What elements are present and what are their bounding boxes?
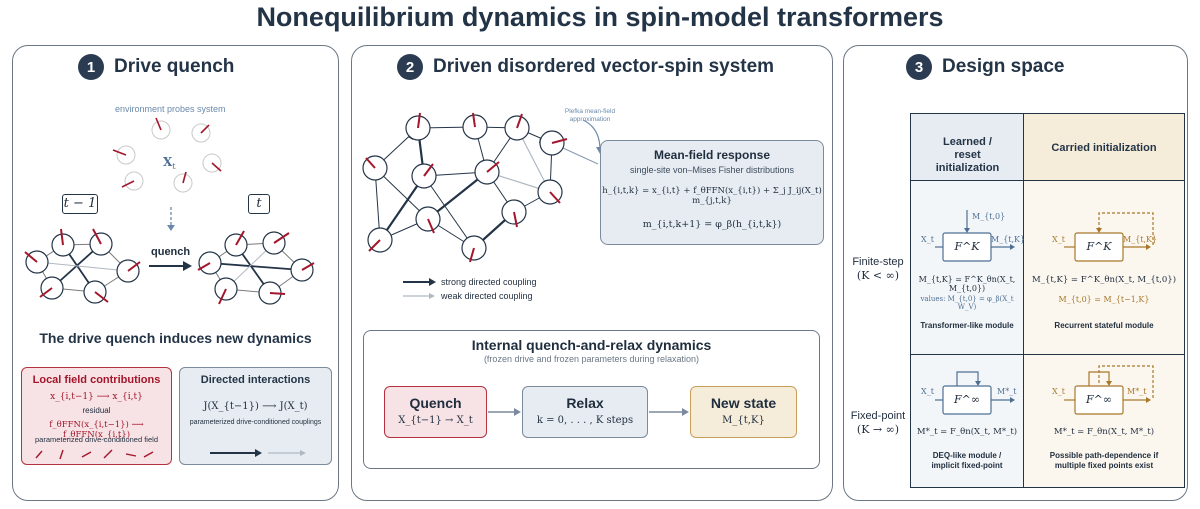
spin-network-diagram [362, 112, 604, 299]
panel3-header: 3 Design space [906, 54, 1065, 80]
input-xt-carried: X_t [1052, 235, 1065, 244]
local-field-param-label: parameterized drive-conditioned field [35, 435, 158, 444]
directed-interactions-box [179, 367, 332, 465]
panel1-header: 1 Drive quench [78, 54, 234, 80]
module-fk-carried: F^K [1086, 240, 1112, 253]
row-label-fixed-sub: (K → ∞) [856, 423, 900, 436]
environment-label: environment probes system [115, 104, 226, 114]
input-xt-fixed-learned: X_t [921, 387, 934, 396]
output-mtk-carried: M_{t,K} [1123, 235, 1158, 244]
header-learned-cell [911, 114, 1023, 180]
quench-box [384, 386, 487, 438]
init-mt0-learned: M_{t,0} [972, 212, 1006, 221]
spin-network-t [197, 230, 315, 305]
plefka-label: Plefka mean-field approximation [564, 108, 616, 123]
drive-quench-caption: The drive quench induces new dynamics [39, 330, 312, 346]
row-label-fixed: Fixed-point [850, 410, 906, 422]
carry-finite-carried: M_{t,0} = M_{t−1,K} [1058, 295, 1150, 304]
local-field-eq1: x_{i,t−1} ⟶ x_{i,t} [50, 392, 143, 402]
internal-dynamics-title: Internal quench-and-relax dynamics [471, 337, 712, 353]
output-mstar-learned: M*_t [997, 387, 1017, 396]
directed-interactions-eq: J(X_{t−1}) ⟶ J(X_t) [203, 401, 308, 412]
spin-network-t-minus-1 [24, 228, 141, 304]
eq-fixed-learned: M*_t = F_θn(X_t, M*_t) [916, 427, 1018, 437]
legend-strong-label: strong directed coupling [441, 277, 537, 287]
mean-field-response-box [600, 140, 824, 245]
directed-interactions-sub: parameterized drive-conditioned coupling… [189, 419, 322, 426]
col-header-carried: Carried initialization [1051, 142, 1157, 154]
local-field-eq2: f_θFFN(x_{i,t−1}) ⟶ f_θFFN(x_{i,t}) [49, 420, 144, 440]
mean-field-sub: single-site von–Mises Fisher distributio… [629, 165, 795, 175]
cell-finite-learned [911, 181, 1023, 354]
cell-finite-carried [1024, 181, 1184, 354]
internal-dynamics-sub: (frozen drive and frozen parameters duri… [483, 354, 700, 364]
cell-fixed-learned [911, 355, 1023, 487]
cell-fixed-carried [1024, 355, 1184, 487]
flow-arrows [488, 408, 689, 416]
relax-box-eq: k = 0, . . . , K steps [536, 415, 634, 426]
panel1-heading: Drive quench [114, 56, 235, 77]
field-arrows-icon [35, 449, 154, 460]
new-state-box-eq: M_{t,K} [722, 415, 765, 426]
time-label-t-minus-1: t − 1 [62, 194, 98, 214]
module-finf-learned: F^∞ [953, 393, 980, 406]
relax-box-title: Relax [566, 395, 604, 411]
time-label-t: t [248, 194, 270, 214]
environment-probes-diagram: Xt [24, 117, 315, 305]
row-label-finite: Finite-step [852, 256, 904, 268]
new-state-box [690, 386, 797, 438]
quench-box-title: Quench [409, 395, 462, 411]
relax-box [522, 386, 648, 438]
output-mtk-learned: M_{t,K} [991, 235, 1026, 244]
values-finite-learned: values: M_{t,0} = φ_β(X_t W_V) [920, 295, 1014, 311]
step-number-badge: 2 [397, 54, 423, 80]
eq-finite-carried: M_{t,K} = F^K_θn(X_t, M_{t,0}) [1031, 275, 1177, 285]
legend-weak-label: weak directed coupling [441, 291, 533, 301]
panel2-header: 2 Driven disordered vector-spin system [397, 54, 774, 80]
caption-deq-like: DEQ-like module / implicit fixed-point [931, 451, 1003, 470]
mean-field-eq1: h_{i,t,k} = x_{i,t} + f_θFFN(x_{i,t}) + … [602, 186, 822, 206]
step-number-badge: 1 [78, 54, 104, 80]
col-header-learned: Learned / reset initialization [935, 136, 1000, 174]
panel3-heading: Design space [942, 56, 1065, 77]
page-title: Nonequilibrium dynamics in spin-model tr… [256, 2, 944, 32]
directed-interactions-title: Directed interactions [200, 374, 311, 386]
header-carried-cell [1024, 114, 1184, 180]
local-field-residual: residual [82, 406, 111, 415]
new-state-box-title: New state [710, 395, 777, 411]
quench-box-eq: X_{t−1} → X_t [398, 415, 473, 426]
input-xt-fixed-carried: X_t [1052, 387, 1065, 396]
caption-recurrent-stateful: Recurrent stateful module [1054, 321, 1154, 330]
step-number-badge: 3 [906, 54, 932, 80]
eq-finite-learned: M_{t,K} = F^K_θn(X_t, M_{t,0}) [918, 275, 1016, 293]
mean-field-eq2: m_{i,t,k+1} = φ_β(h_{i,t,k}) [642, 219, 782, 230]
caption-transformer-like: Transformer-like module [920, 321, 1014, 330]
module-fk-learned: F^K [954, 240, 980, 253]
env-x-label: Xt [163, 155, 176, 171]
local-field-box [21, 367, 172, 465]
mean-field-title: Mean-field response [653, 148, 771, 162]
coupling-arrows-icon [210, 449, 306, 457]
module-finf-carried: F^∞ [1085, 393, 1112, 406]
local-field-title: Local field contributions [32, 374, 161, 386]
eq-fixed-carried: M*_t = F_θn(X_t, M*_t) [1053, 427, 1155, 437]
caption-path-dependence: Possible path-dependence if multiple fix… [1049, 451, 1159, 470]
quench-label: quench [151, 246, 191, 258]
row-label-finite-sub: (K < ∞) [856, 269, 900, 282]
input-xt-learned: X_t [921, 235, 934, 244]
output-mstar-carried: M*_t [1127, 387, 1147, 396]
panel2-heading: Driven disordered vector-spin system [433, 56, 775, 77]
